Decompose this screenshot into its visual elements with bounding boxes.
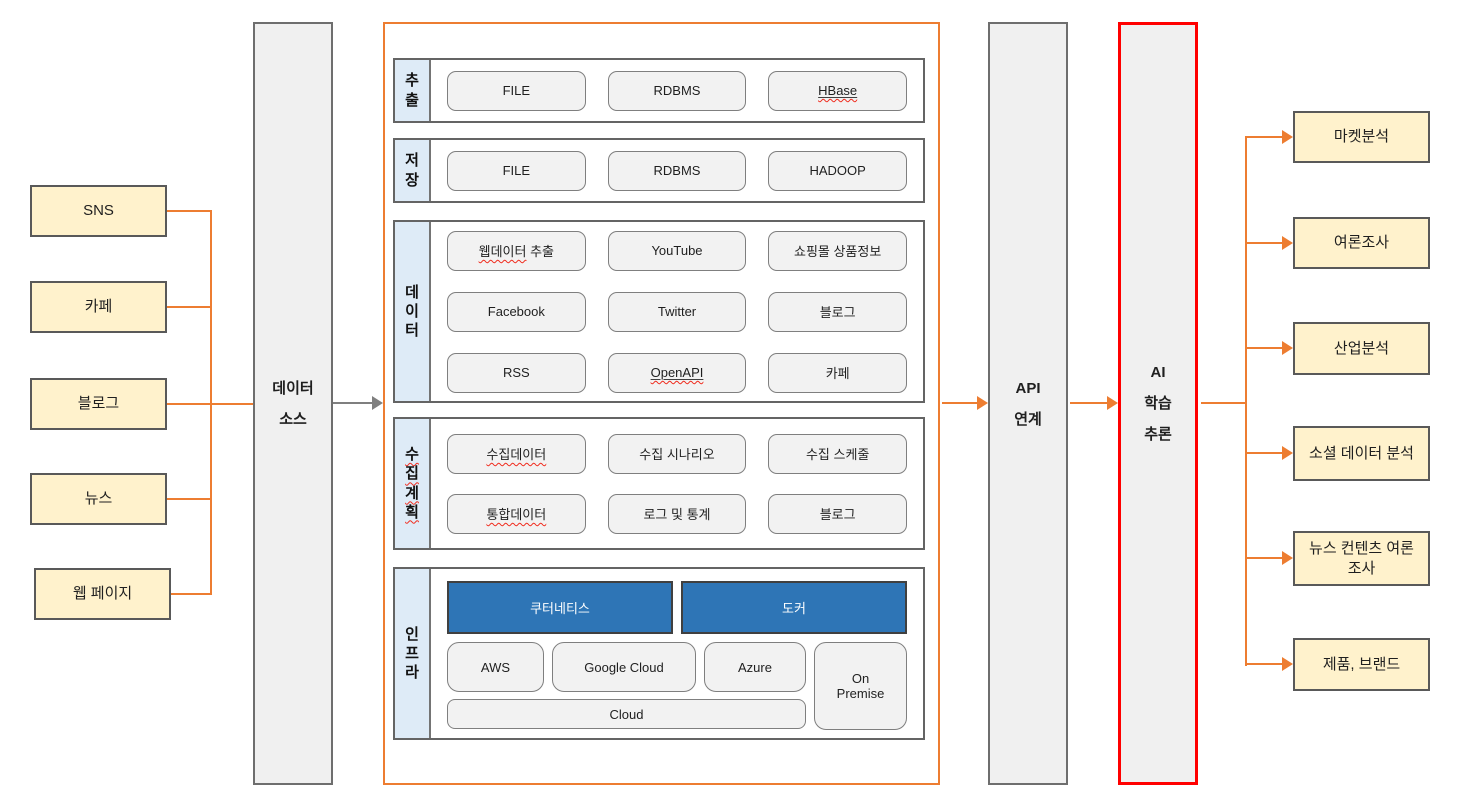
data-source-pillar: 데이터 소스 (253, 22, 333, 785)
output-news-content-poll: 뉴스 컨텐츠 여론조사 (1293, 531, 1430, 586)
source-box-sns: SNS (30, 185, 167, 237)
infra-kubernetes: 쿠터네티스 (447, 581, 673, 634)
api-pillar: API 연계 (988, 22, 1068, 785)
api-label-line2: 연계 (1014, 410, 1042, 428)
source-box-cafe: 카페 (30, 281, 167, 333)
connector-trunk-right (1245, 136, 1247, 666)
data-source-label-line1: 데이터 (272, 379, 314, 397)
plan-collect-schedule: 수집 스케줄 (768, 433, 907, 474)
connector-line (1247, 347, 1283, 349)
infra-on-premise: On Premise (814, 642, 907, 730)
connector-line (167, 210, 211, 212)
row-label-data: 데이터 (395, 222, 431, 401)
connector-trunk-left (210, 210, 212, 595)
connector-line (1070, 402, 1108, 404)
arrow-right-icon (372, 396, 383, 410)
connector-line (1247, 663, 1283, 665)
arrow-right-icon (1282, 130, 1293, 144)
data-youtube: YouTube (607, 230, 747, 271)
extract-rdbms: RDBMS (607, 70, 747, 111)
arrow-right-icon (977, 396, 988, 410)
source-box-blog: 블로그 (30, 378, 167, 430)
row-plan: 수집계획 수집데이터 수집 시나리오 수집 스케줄 통합데이터 로그 및 통계 … (393, 417, 925, 550)
ai-label-line2: 학습 (1144, 395, 1172, 412)
source-box-label: 카페 (84, 298, 113, 315)
source-box-news: 뉴스 (30, 473, 167, 525)
plan-blog: 블로그 (768, 493, 907, 534)
output-product-brand: 제품, 브랜드 (1293, 638, 1430, 691)
output-opinion-poll: 여론조사 (1293, 217, 1430, 269)
data-web-extract: 웹데이터 추출 (447, 230, 586, 271)
infra-docker: 도커 (681, 581, 907, 634)
source-box-label: 블로그 (77, 395, 120, 412)
output-market-analysis: 마켓분석 (1293, 111, 1430, 163)
ai-pillar: AI 학습 추론 (1118, 22, 1198, 785)
data-rss: RSS (447, 352, 586, 393)
api-label-line1: API (1015, 379, 1041, 397)
output-social-data-analysis: 소셜 데이터 분석 (1293, 426, 1430, 481)
ai-label-line3: 추론 (1144, 426, 1172, 443)
source-box-label: SNS (83, 202, 114, 219)
connector-line (942, 402, 978, 404)
ai-label-line1: AI (1150, 364, 1166, 381)
source-box-label: 웹 페이지 (72, 585, 133, 602)
arrow-right-icon (1282, 446, 1293, 460)
infra-google-cloud: Google Cloud (552, 642, 696, 692)
store-file: FILE (447, 150, 586, 191)
plan-collect-data: 수집데이터 (447, 433, 586, 474)
data-shopping-product-info: 쇼핑몰 상품정보 (768, 230, 907, 271)
arrow-right-icon (1282, 341, 1293, 355)
store-hadoop: HADOOP (768, 150, 907, 191)
arrow-right-icon (1107, 396, 1118, 410)
arrow-right-icon (1282, 551, 1293, 565)
connector-line (1247, 452, 1283, 454)
arrow-right-icon (1282, 236, 1293, 250)
extract-file: FILE (447, 70, 586, 111)
infra-azure: Azure (704, 642, 806, 692)
data-facebook: Facebook (447, 291, 586, 332)
extract-hbase: HBase (768, 70, 907, 111)
connector-line (1247, 242, 1283, 244)
data-twitter: Twitter (607, 291, 747, 332)
data-cafe: 카페 (768, 352, 907, 393)
row-label-plan: 수집계획 (395, 419, 431, 548)
connector-line (1247, 136, 1283, 138)
data-openapi: OpenAPI (607, 352, 747, 393)
row-infra: 인프라 쿠터네티스 도커 AWS Google Cloud Azure Clou… (393, 567, 925, 740)
connector-line (167, 306, 211, 308)
infra-aws: AWS (447, 642, 544, 692)
data-source-label-line2: 소스 (279, 410, 307, 428)
plan-integrated-data: 통합데이터 (447, 493, 586, 534)
connector-line (333, 402, 374, 404)
row-data: 데이터 웹데이터 추출 YouTube 쇼핑몰 상품정보 Facebook Tw… (393, 220, 925, 403)
connector-line (1247, 557, 1283, 559)
row-label-extract: 추출 (395, 60, 431, 121)
plan-log-stats: 로그 및 통계 (607, 493, 747, 534)
source-box-webpage: 웹 페이지 (34, 568, 171, 620)
infra-cloud: Cloud (447, 699, 806, 729)
output-industry-analysis: 산업분석 (1293, 322, 1430, 375)
row-extract: 추출 FILE RDBMS HBase (393, 58, 925, 123)
row-label-infra: 인프라 (395, 569, 431, 738)
connector-line (167, 498, 211, 500)
connector-line (171, 593, 211, 595)
source-box-label: 뉴스 (84, 490, 113, 507)
connector-line (1201, 402, 1247, 404)
arrow-right-icon (1282, 657, 1293, 671)
row-store: 저장 FILE RDBMS HADOOP (393, 138, 925, 203)
row-label-store: 저장 (395, 140, 431, 201)
store-rdbms: RDBMS (607, 150, 747, 191)
data-blog: 블로그 (768, 291, 907, 332)
plan-collect-scenario: 수집 시나리오 (607, 433, 747, 474)
